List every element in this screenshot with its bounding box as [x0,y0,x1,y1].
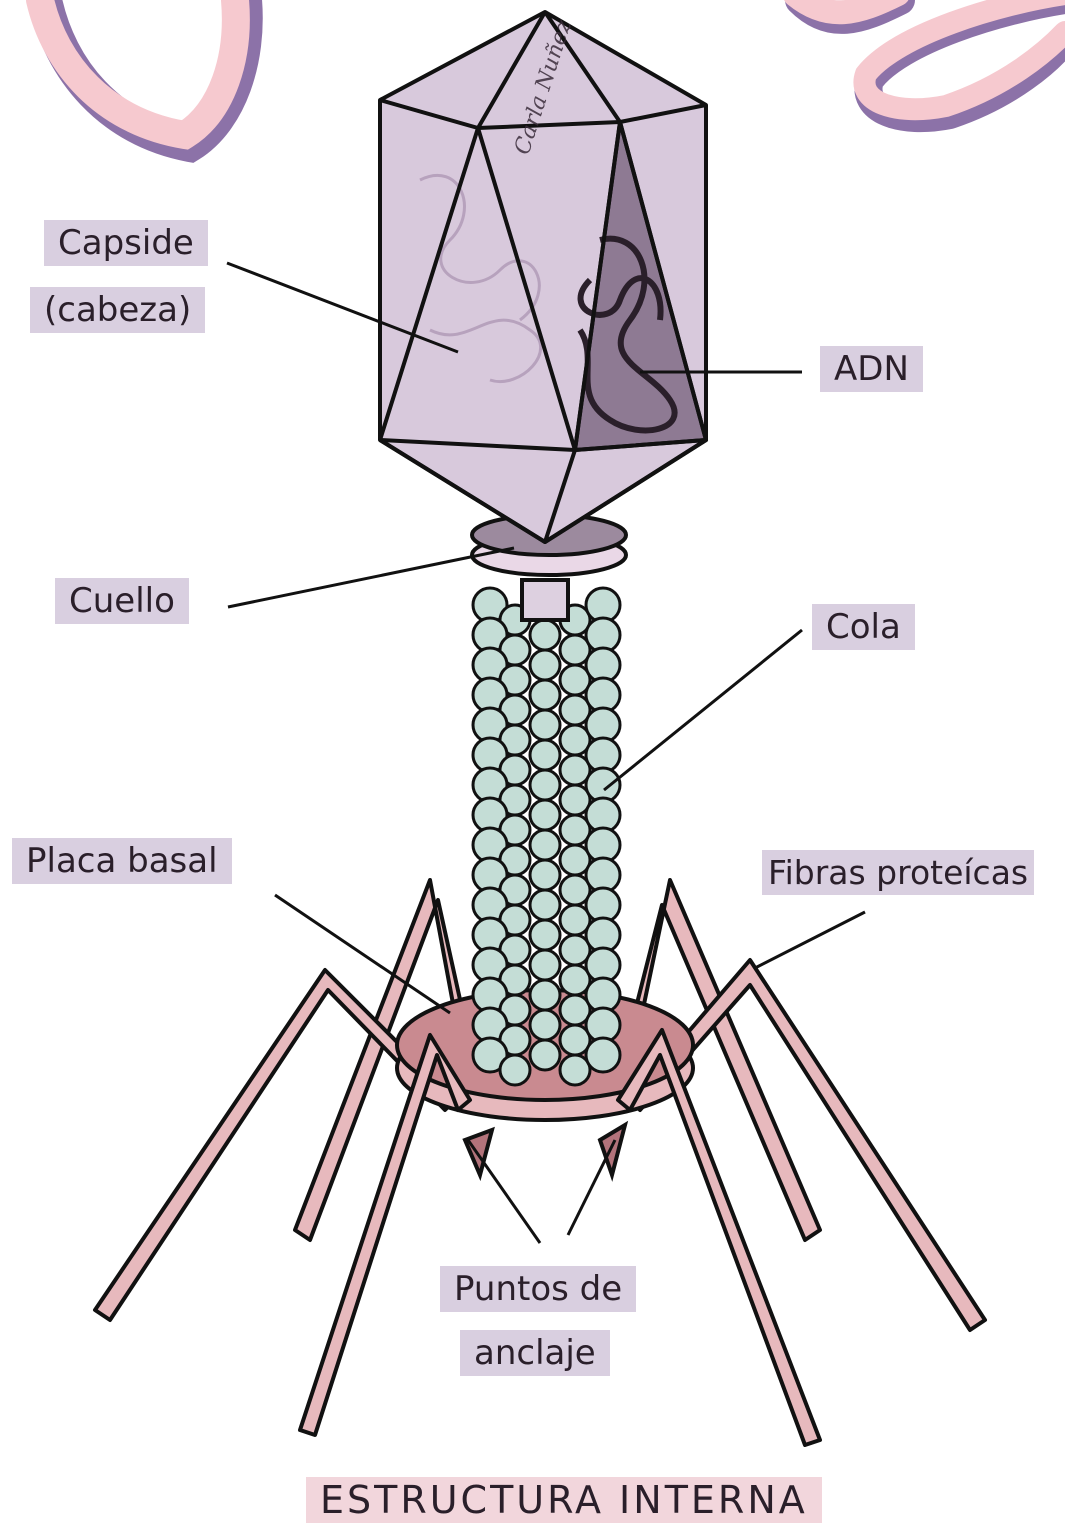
tail-bead [530,650,560,680]
tail-bead [530,860,560,890]
cola-leader-line [604,630,802,790]
tail-bead [530,620,560,650]
tail-bead [530,710,560,740]
label-cuello: Cuello [55,578,189,624]
tail-bead [530,800,560,830]
label-cola: Cola [812,604,915,650]
tail-bead [530,950,560,980]
tail-bead [500,1055,530,1085]
label-anclaje: anclaje [460,1330,610,1376]
tail-sheath [473,588,620,1085]
label-fibras-proteicas: Fibras proteícas [762,850,1034,895]
puntos-leader-line-left [468,1140,540,1243]
tail-bead [530,980,560,1010]
tail-bead [530,740,560,770]
fibras-leader-line [755,912,865,968]
label-cabeza: (cabeza) [30,287,205,333]
tail-bead [530,920,560,950]
tail-bead [530,1040,560,1070]
tail-bead [530,770,560,800]
tail-bead [530,1010,560,1040]
label-adn: ADN [820,346,923,392]
tail-bead [586,1038,620,1072]
tail-bead [530,830,560,860]
cuello-leader-line [228,548,514,607]
label-puntos-de: Puntos de [440,1266,636,1312]
tail-bead [530,890,560,920]
label-placa-basal: Placa basal [12,838,232,884]
puntos-leader-line-right [568,1140,615,1235]
diagram-title: ESTRUCTURA INTERNA [306,1477,822,1523]
label-capside: Capside [44,220,208,266]
tail-bead [530,680,560,710]
